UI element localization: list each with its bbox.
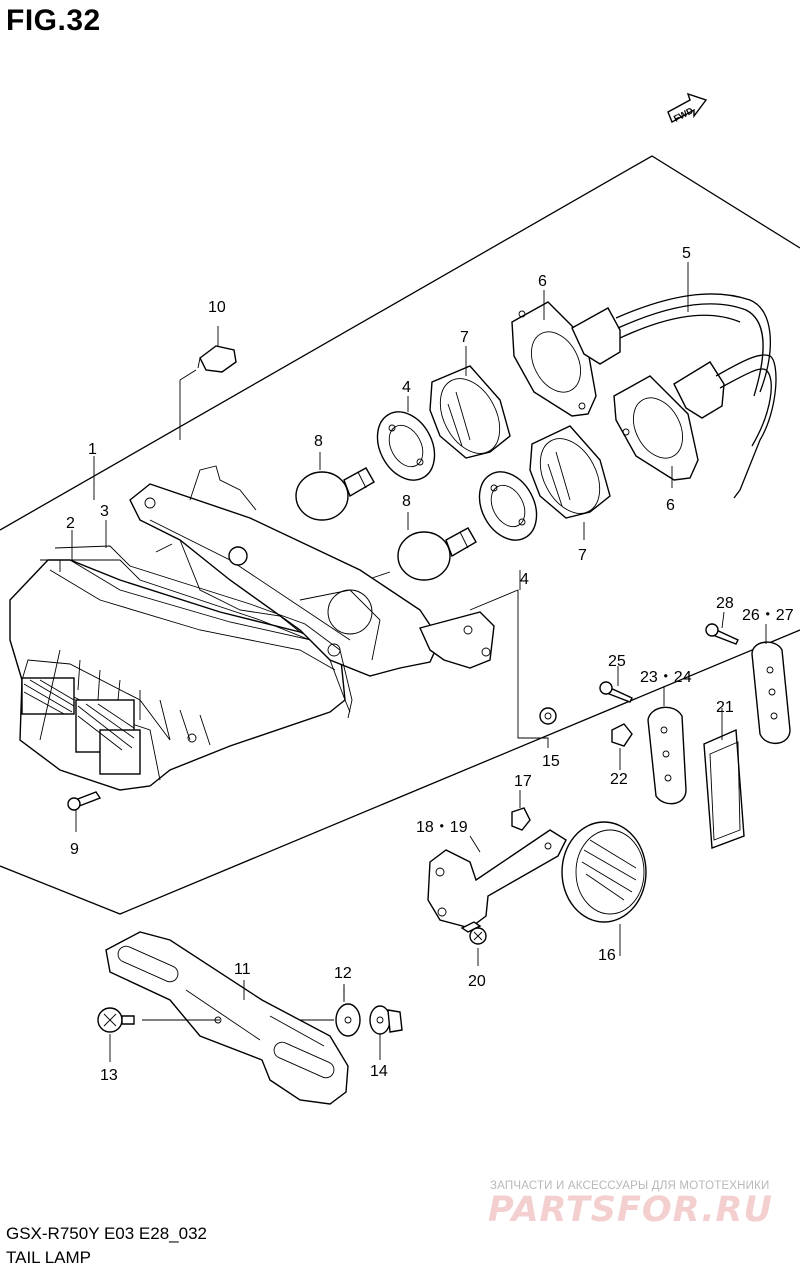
grommet-lower: [613, 375, 699, 481]
callout-7-upper: 7: [460, 329, 469, 346]
callout-labels: 1 2 3 4 4 5 6 6 7 7 8 8 9 10 11 12 13 14…: [66, 245, 794, 1084]
tail-lamp-housing: [9, 465, 495, 791]
callout-1: 1: [88, 441, 97, 458]
callout-28: 28: [716, 595, 734, 612]
callout-16: 16: [598, 947, 616, 964]
callout-4-upper: 4: [402, 379, 411, 396]
callout-22: 22: [610, 771, 628, 788]
watermark-text: ЗАПЧАСТИ И АКСЕССУАРЫ ДЛЯ МОТОТЕХНИКИ: [490, 1180, 770, 1192]
marker-pad-26-27: [751, 641, 791, 744]
assembly-frame: [0, 155, 800, 915]
watermark-logo: PARTSFOR.RU: [488, 1190, 773, 1230]
grommet-upper: [511, 301, 597, 417]
callout-18-19: 18・19: [416, 819, 468, 836]
washer-12: [300, 986, 361, 1037]
nut-17: [511, 807, 531, 831]
callout-3: 3: [100, 503, 109, 520]
socket-plate-upper: [376, 411, 436, 481]
callout-23-24: 23・24: [640, 669, 692, 686]
callout-6-lower: 6: [666, 497, 675, 514]
leader-lines: [71, 262, 767, 1000]
callout-20: 20: [468, 973, 486, 990]
license-bracket: [105, 931, 349, 1105]
callout-2: 2: [66, 515, 75, 532]
model-code: GSX-R750Y E03 E28_032: [6, 1224, 207, 1243]
callout-10: 10: [208, 299, 226, 316]
marker-pad-23-24: [647, 706, 687, 805]
screw-20: [460, 921, 487, 945]
callout-8-upper: 8: [314, 433, 323, 450]
reflector-bracket: [427, 829, 567, 929]
socket-plate-lower: [478, 471, 538, 541]
callout-15: 15: [542, 753, 560, 770]
callout-26-27: 26・27: [742, 607, 794, 624]
figure-name: TAIL LAMP: [6, 1248, 92, 1267]
callout-5: 5: [682, 245, 691, 262]
bulb-upper: [295, 467, 375, 521]
nut-14: [369, 1005, 403, 1060]
screw-28: [705, 623, 739, 645]
reflector-round: [561, 821, 647, 923]
callout-17: 17: [514, 773, 532, 790]
screw-10: [179, 326, 237, 440]
callout-21: 21: [716, 699, 734, 716]
screw-13: [97, 1007, 220, 1062]
callout-4-lower: 4: [520, 571, 529, 588]
callout-14: 14: [370, 1063, 388, 1080]
side-reflector: [703, 728, 745, 849]
wiring-harness: [571, 293, 777, 499]
nut-22: [611, 723, 633, 747]
socket-ring-lower: [529, 425, 611, 519]
callout-11: 11: [234, 961, 251, 978]
callout-8-lower: 8: [402, 493, 411, 510]
figure-title: FIG.32: [6, 4, 101, 37]
callout-6-upper: 6: [538, 273, 547, 290]
callout-25: 25: [608, 653, 626, 670]
socket-ring-upper: [429, 365, 511, 459]
callout-12: 12: [334, 965, 352, 982]
fwd-arrow-icon: FWD: [667, 92, 708, 124]
screw-25: [599, 681, 633, 703]
callout-7-lower: 7: [578, 547, 587, 564]
callout-9: 9: [70, 841, 79, 858]
bulb-lower: [397, 527, 477, 581]
callout-13: 13: [100, 1067, 118, 1084]
nut-15: [469, 589, 557, 748]
screw-9: [67, 791, 102, 832]
